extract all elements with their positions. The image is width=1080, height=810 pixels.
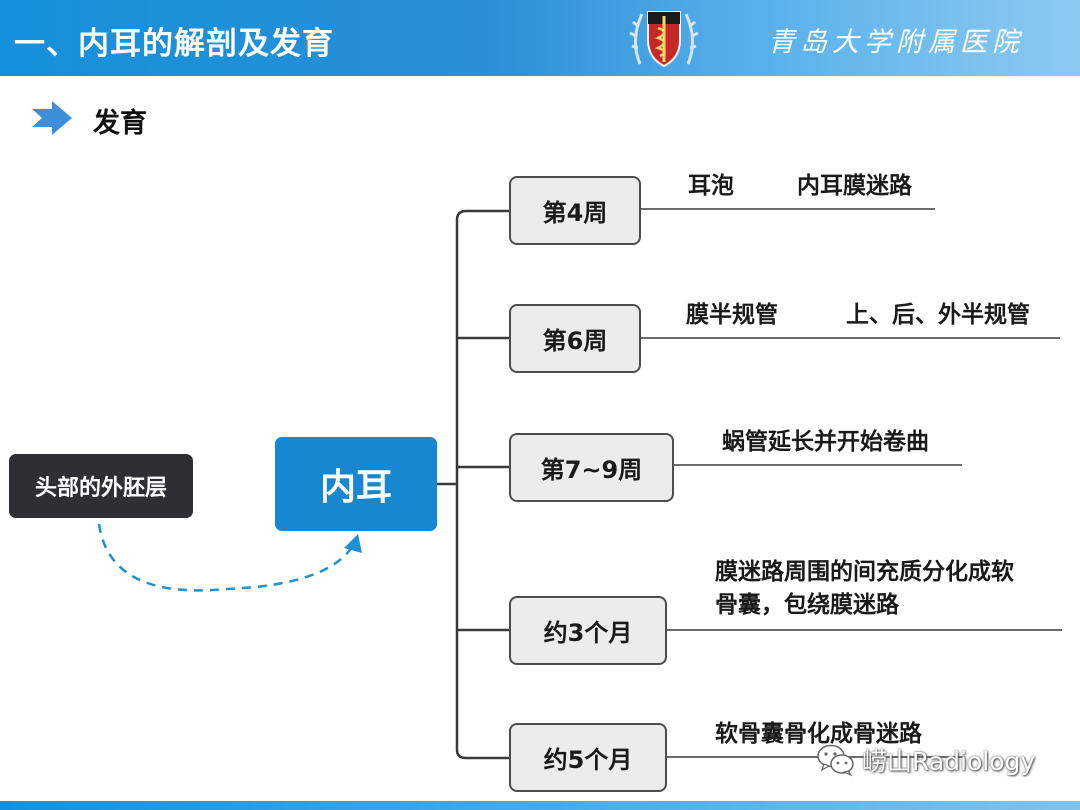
dashed-arrowhead-icon: [344, 534, 362, 553]
watermark-text: 崂山Radiology: [862, 747, 1036, 776]
hospital-name: 青岛大学附属医院: [768, 27, 1024, 58]
stage-desc-week7-9: 蜗管延长并开始卷曲: [722, 429, 929, 455]
stage-desc-month3-line2: 骨囊，包绕膜迷路: [715, 592, 899, 618]
page-title: 一、内耳的解剖及发育: [14, 26, 334, 62]
section-title: 发育: [93, 108, 147, 139]
bottom-bar: [0, 801, 1080, 810]
stage-desc-week4-a: 耳泡: [688, 173, 734, 199]
right-arrow-icon: [32, 101, 72, 135]
dashed-arrow-path: [97, 523, 356, 592]
stage-box-week6: 第6周: [509, 304, 641, 373]
stage-box-week7-9: 第7~9周: [509, 433, 674, 502]
stage-box-month5: 约5个月: [509, 723, 667, 792]
header-bar: 一、内耳的解剖及发育 青岛大学附属医院: [0, 0, 1080, 76]
center-box: 内耳: [275, 437, 437, 531]
tree-connector-lines: [437, 209, 509, 760]
stage-underlines: [641, 208, 1062, 758]
hospital-emblem-icon: [629, 11, 699, 68]
stage-desc-week6-b: 上、后、外半规管: [846, 302, 1030, 328]
stage-desc-month3-line1: 膜迷路周围的间充质分化成软: [715, 559, 1014, 585]
wechat-icon: [817, 744, 854, 777]
stage-desc-week4-b: 内耳膜迷路: [797, 173, 912, 199]
stage-desc-month5: 软骨囊骨化成骨迷路: [715, 721, 922, 747]
wechat-watermark: 崂山Radiology: [816, 742, 1035, 778]
stage-box-month3: 约3个月: [509, 596, 667, 665]
source-box: 头部的外胚层: [9, 454, 193, 518]
stage-desc-week6-a: 膜半规管: [686, 302, 778, 328]
stage-box-week4: 第4周: [509, 176, 641, 245]
